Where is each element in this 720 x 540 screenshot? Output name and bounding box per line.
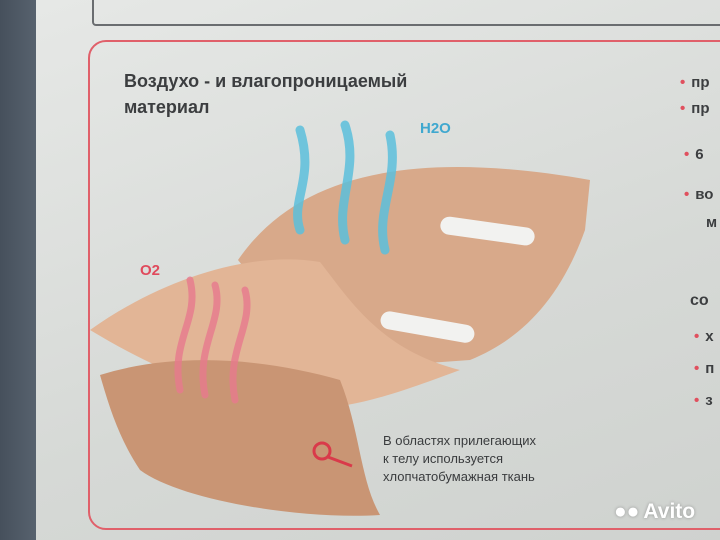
heading: Воздухо - и влагопроницаемый материал (124, 68, 407, 120)
note-line: В областях прилегающих (383, 433, 537, 448)
right-item: •пр (680, 74, 710, 91)
info-frame (88, 40, 720, 530)
top-panel-border (92, 0, 720, 26)
heading-line-1: Воздухо - и влагопроницаемый (124, 71, 408, 91)
note-line: к телу используется (383, 451, 504, 466)
note-line: хлопчатобумажная ткань (383, 469, 535, 484)
tab-2 (380, 311, 475, 343)
tab-1 (440, 216, 535, 246)
h2o-label: H2O (420, 120, 451, 137)
right-item: •з (694, 392, 713, 409)
water-arrows (293, 120, 397, 255)
right-item: •пр (680, 100, 710, 117)
avito-watermark: ●●Avito (614, 500, 696, 523)
right-item: •п (694, 360, 715, 377)
heading-line-2: материал (124, 97, 210, 117)
right-item-cont: м (706, 214, 718, 231)
avito-logo-icon: ●● (614, 500, 640, 523)
right-item: •х (694, 328, 714, 345)
magnifier-icon (312, 441, 353, 468)
o2-label: O2 (140, 262, 161, 279)
right-subheading: со (690, 292, 709, 309)
right-item: •во (684, 186, 714, 203)
front-layer (100, 360, 380, 516)
oxygen-arrows (174, 276, 251, 404)
right-item: •6 (684, 146, 704, 163)
cotton-note: В областях прилегающих к телу использует… (383, 432, 536, 486)
